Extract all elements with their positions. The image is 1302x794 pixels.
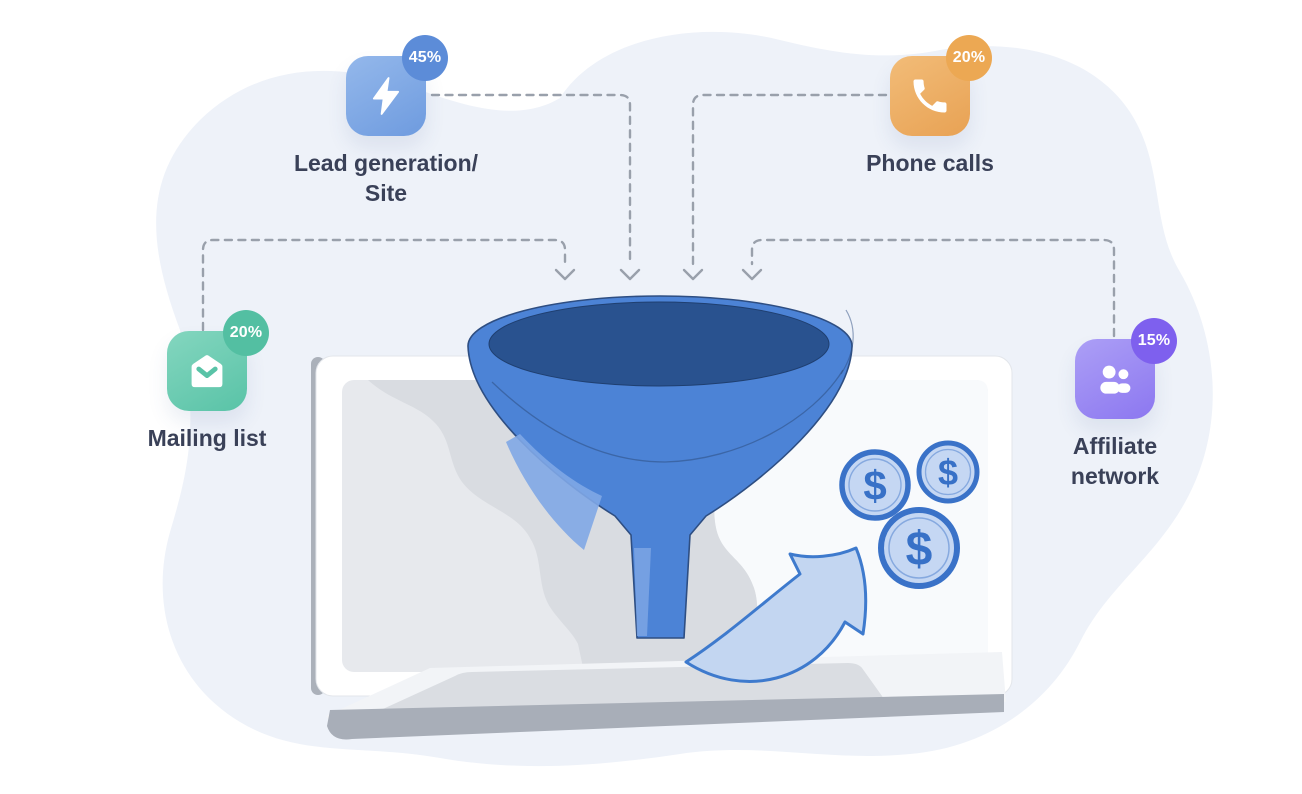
affiliate-network-tile: 15% [1075,318,1177,419]
dollar-sign: $ [906,523,933,576]
laptop-base-front-edge [327,694,1004,740]
dollar-sign: $ [863,462,886,509]
dollar-coin: $ [839,449,911,521]
connector-mailing-list [201,238,576,332]
source-label: Phone calls [866,150,994,176]
funnel-opening [488,301,830,387]
dollar-coin: $ [878,507,960,589]
connector-lead-generation [430,93,641,281]
percent-badge: 20% [946,35,992,81]
source-label: Mailing list [147,425,267,451]
people-icon [1100,365,1131,394]
source-label: Lead generation/ Site [293,150,479,206]
mailing-list-tile: 20% [167,310,269,411]
funnel-highlight [506,434,602,550]
funnel [467,295,854,639]
source-affiliate-network: 15% Affiliate network [985,318,1245,492]
connector-affiliate-network [741,238,1116,338]
source-mailing-list: 20% Mailing list [77,310,337,454]
percent-badge: 15% [1131,318,1177,364]
open-envelope-icon [191,355,223,388]
phone-icon [913,79,947,113]
source-label: Affiliate network [1070,433,1160,489]
funnel-body [467,295,853,639]
source-lead-generation: 45% Lead generation/ Site [256,35,516,209]
dollar-coins: $ $ $ [839,440,980,589]
phone-calls-tile: 20% [890,35,992,136]
source-phone-calls: 20% Phone calls [800,35,1060,179]
funnel-stem-highlight [634,548,651,636]
growth-arrow [684,546,868,683]
lightning-icon [372,77,400,115]
dollar-coin: $ [916,440,980,504]
dollar-sign: $ [938,452,958,493]
connector-phone-calls [682,93,888,281]
lead-generation-tile: 45% [346,35,448,136]
percent-badge: 45% [402,35,448,81]
percent-badge: 20% [223,310,269,356]
